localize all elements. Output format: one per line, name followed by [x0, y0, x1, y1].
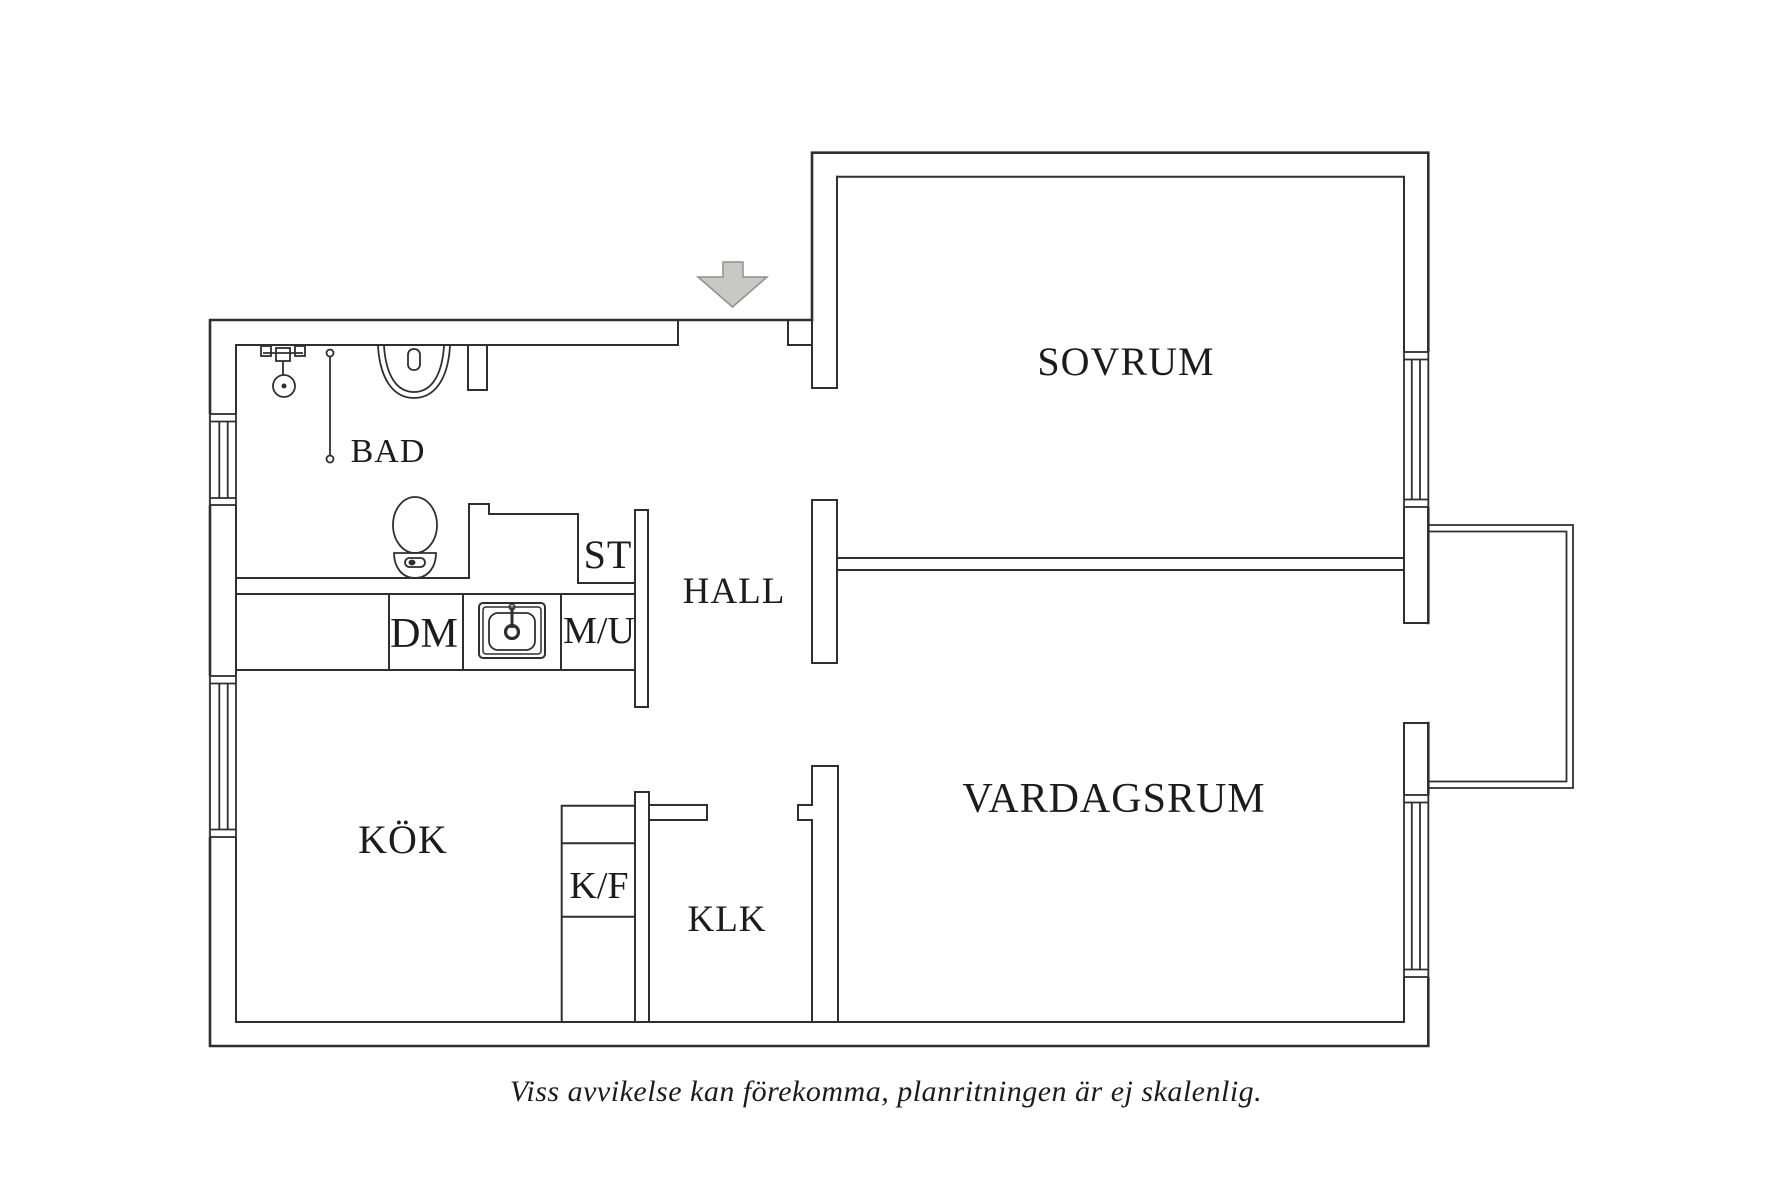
- appliance-label-mu: M/U: [563, 610, 635, 652]
- entrance-arrow-icon: [695, 261, 770, 308]
- room-label-kok: KÖK: [358, 817, 448, 862]
- balcony-railing: [1428, 524, 1574, 789]
- appliance-label-kf: K/F: [569, 865, 628, 907]
- klk-north-wall: [648, 804, 708, 821]
- hall-pillar-wall: [811, 499, 838, 664]
- hall-west-wall: [634, 509, 649, 708]
- entrance-door-notch: [787, 319, 813, 346]
- window-vardagsrum: [1402, 794, 1430, 978]
- window-sovrum: [1402, 351, 1430, 508]
- toilet-icon: [392, 496, 438, 579]
- inner-wall-top-left: [235, 319, 679, 346]
- room-label-sovrum: SOVRUM: [1037, 339, 1214, 384]
- washbasin-icon: [377, 345, 451, 399]
- appliance-label-dm: DM: [390, 611, 458, 657]
- shower-icon: [260, 345, 306, 398]
- disclaimer-text: Viss avvikelse kan förekomma, planritnin…: [510, 1075, 1262, 1108]
- st-closet-wall: [468, 503, 636, 584]
- balcony-door-jambs: [1403, 622, 1430, 724]
- sovrum-vardagsrum-divider-wall: [836, 557, 1405, 571]
- room-label-hall: HALL: [683, 571, 786, 612]
- shower-curtain-icon: [325, 348, 335, 464]
- room-label-st: ST: [584, 532, 633, 577]
- room-label-vardagsrum: VARDAGSRUM: [962, 776, 1265, 822]
- vardagsrum-west-wall: [797, 765, 839, 1023]
- window-bad: [208, 413, 238, 506]
- sovrum-west-wall: [811, 175, 838, 389]
- klk-west-wall: [634, 791, 650, 1023]
- kitchen-sink-icon: [478, 602, 546, 659]
- kf-cabinet: [560, 804, 636, 1023]
- bad-door-stub-wall: [467, 344, 488, 391]
- counter-dividers: [388, 593, 562, 671]
- room-label-bad: BAD: [351, 433, 426, 470]
- room-label-klk: KLK: [687, 899, 766, 940]
- window-kok: [208, 675, 238, 838]
